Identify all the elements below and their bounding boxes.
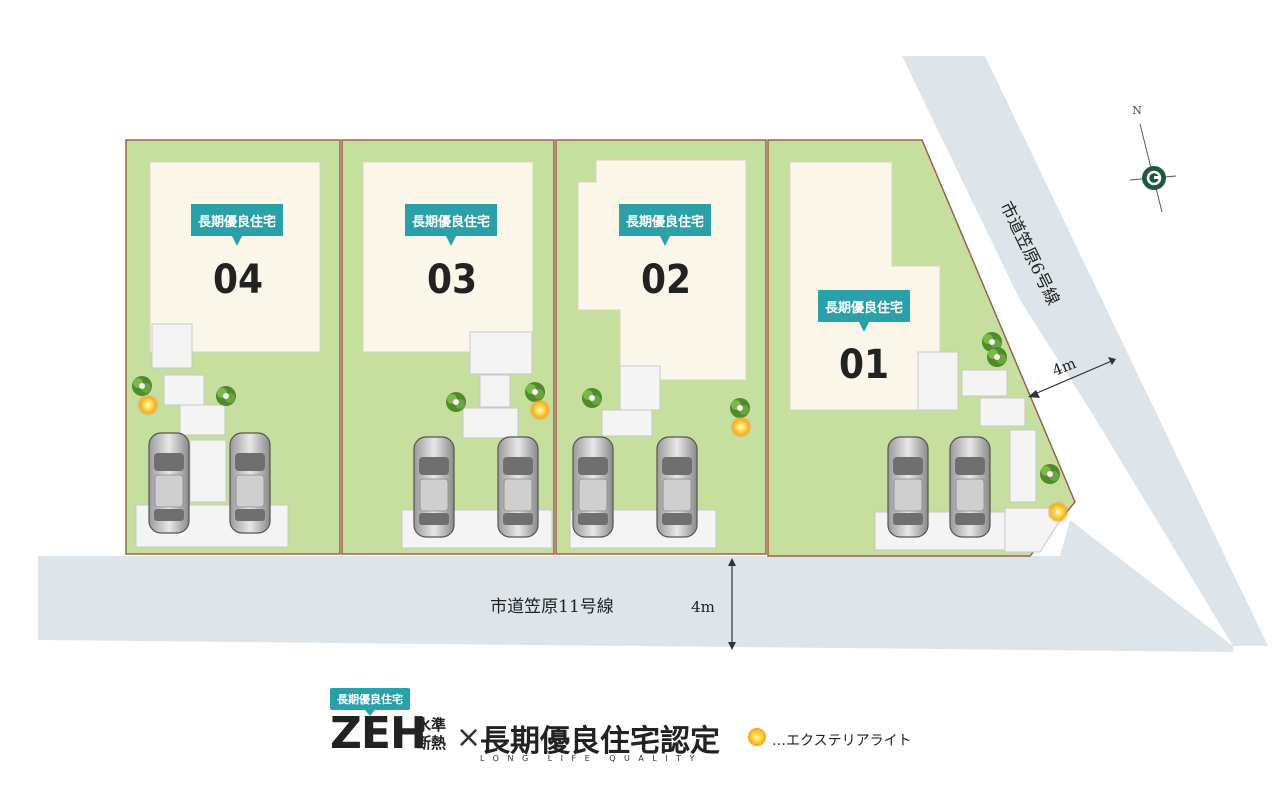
compass: N [1129, 104, 1177, 213]
times-symbol: × [456, 720, 482, 755]
car-icon [497, 436, 539, 538]
legend-badge: 長期優良住宅 [330, 688, 410, 716]
shrub-icon [987, 347, 1007, 367]
site-elements [135, 323, 1069, 553]
shrub-icon [216, 386, 236, 406]
exterior-lights [137, 394, 1069, 523]
house-01 [789, 161, 941, 411]
certification-title: 長期優良住宅認定 [480, 724, 720, 759]
car-icon [572, 436, 614, 538]
lot-04-number: 04 [213, 257, 263, 303]
lot-03-number: 03 [427, 257, 477, 303]
legend: 長期優良住宅 ZEH 水準断熱 × 長期優良住宅認定 LONG LIFE QUA… [330, 688, 950, 770]
light-icon [529, 399, 551, 421]
lot-01-number: 01 [839, 342, 889, 388]
house-04 [149, 161, 321, 353]
shrub-icon [1040, 464, 1060, 484]
zeh-subtitle: 水準断熱 [416, 716, 447, 752]
lot-03-badge: 長期優良住宅 [405, 204, 497, 246]
lot-02-badge: 長期優良住宅 [619, 204, 711, 246]
car-icon [656, 436, 698, 538]
lot-03-badge-label: 長期優良住宅 [412, 214, 490, 230]
shrub-icon [446, 392, 466, 412]
lot-badges: 長期優良住宅 長期優良住宅 長期優良住宅 長期優良住宅 [191, 204, 910, 332]
zeh-logo: ZEH [330, 708, 427, 759]
south-road-name: 市道笠原11号線 [490, 597, 614, 617]
compass-north-label: N [1132, 104, 1142, 117]
exterior-light-label: …エクステリアライト [772, 733, 912, 749]
shrub-icon [730, 398, 750, 418]
south-road-width: 4m [691, 598, 715, 616]
light-icon [137, 394, 159, 416]
shrub-icon [525, 382, 545, 402]
exterior-light-icon [748, 728, 766, 746]
house-03 [362, 161, 534, 353]
lot-02-badge-label: 長期優良住宅 [626, 214, 704, 230]
light-icon [730, 416, 752, 438]
lot-04-badge-label: 長期優良住宅 [198, 214, 276, 230]
lot-01-badge: 長期優良住宅 [818, 290, 910, 332]
road-east [902, 56, 1268, 646]
certification-english: LONG LIFE QUALITY [480, 754, 703, 763]
car-icon [148, 432, 190, 534]
car-icon [413, 436, 455, 538]
shrub-icon [132, 376, 152, 396]
car-icon [229, 432, 271, 534]
road-south [38, 556, 1233, 652]
car-icon [887, 436, 929, 538]
lot-04-badge: 長期優良住宅 [191, 204, 283, 246]
south-road-width-marker [728, 558, 736, 650]
east-road-width-marker [1028, 357, 1116, 398]
lot-01-badge-label: 長期優良住宅 [825, 300, 903, 316]
car-icon [949, 436, 991, 538]
light-icon [1047, 501, 1069, 523]
lot-02-number: 02 [641, 257, 691, 303]
shrub-icon [582, 388, 602, 408]
